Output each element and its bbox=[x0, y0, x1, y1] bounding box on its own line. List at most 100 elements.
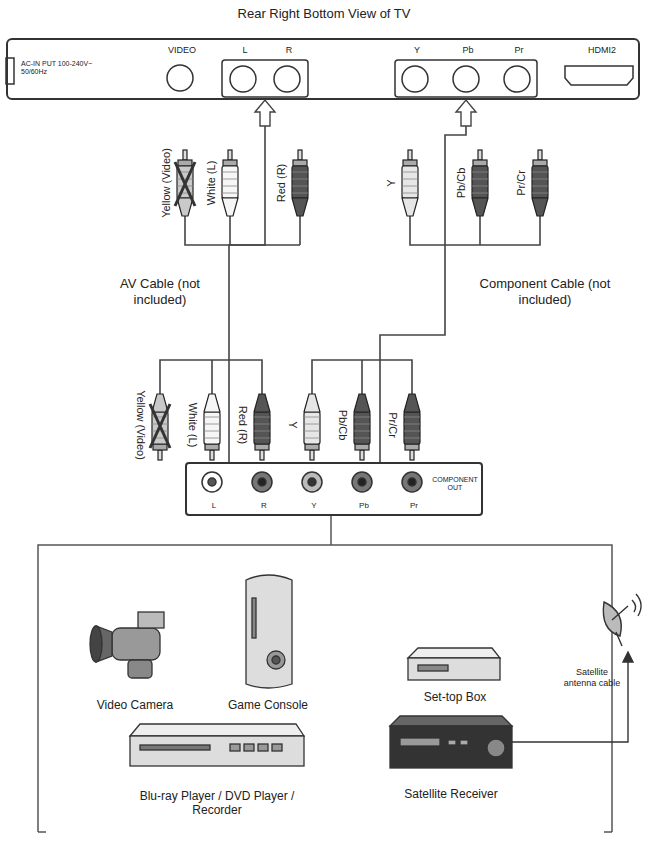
plug-ridge bbox=[402, 186, 418, 187]
plug-tail bbox=[532, 198, 548, 216]
plug-collar bbox=[153, 444, 167, 450]
node-text: Y bbox=[414, 45, 420, 55]
plug-ridge bbox=[404, 424, 420, 425]
plug-pin bbox=[183, 150, 187, 160]
plug-ridge bbox=[177, 179, 193, 180]
console-slot bbox=[252, 598, 256, 638]
plug-ridge bbox=[292, 186, 308, 187]
node-text: Pr bbox=[515, 45, 524, 55]
plug-ridge bbox=[404, 417, 420, 418]
title: Rear Right Bottom View of TV bbox=[238, 7, 411, 22]
component-jack bbox=[504, 66, 530, 92]
audio-jack bbox=[230, 66, 256, 92]
rca-plug bbox=[532, 150, 548, 216]
plug-body bbox=[254, 412, 270, 444]
plug-tail bbox=[304, 394, 320, 412]
socket bbox=[208, 478, 216, 486]
camera-grip bbox=[128, 660, 152, 678]
cord bbox=[185, 216, 300, 245]
plug-tail bbox=[404, 394, 420, 412]
plug-ridge bbox=[304, 424, 320, 425]
cable-line bbox=[380, 100, 466, 462]
cable-label: AV Cable (not included) bbox=[103, 275, 217, 308]
rca-plug bbox=[222, 150, 238, 216]
plug-tail bbox=[254, 394, 270, 412]
receiver-button bbox=[460, 740, 468, 745]
rca-plug bbox=[304, 394, 320, 460]
plug-body bbox=[472, 166, 488, 198]
cross-mark bbox=[175, 162, 195, 206]
box-top bbox=[408, 648, 500, 658]
receiver-top bbox=[390, 716, 512, 726]
plug-ridge bbox=[254, 438, 270, 439]
plug-ridge bbox=[304, 431, 320, 432]
player-top bbox=[130, 724, 304, 736]
console-button bbox=[272, 656, 280, 664]
node-text: HDMI2 bbox=[588, 45, 616, 55]
console-body bbox=[246, 575, 292, 688]
plug-tail bbox=[354, 394, 370, 412]
plug-ridge bbox=[254, 417, 270, 418]
camera-body bbox=[112, 628, 160, 660]
plug-pin bbox=[298, 150, 302, 160]
plug-ridge bbox=[472, 186, 488, 187]
plug-collar bbox=[293, 160, 307, 166]
dish-arm bbox=[612, 606, 628, 646]
plug-ridge bbox=[204, 417, 220, 418]
cable-line bbox=[229, 100, 265, 462]
console-button bbox=[267, 651, 285, 669]
plug-ridge bbox=[532, 193, 548, 194]
cross-mark bbox=[150, 404, 170, 448]
plug-label: Pr/Cr bbox=[515, 170, 528, 196]
plug-collar bbox=[178, 160, 192, 166]
plug-ridge bbox=[204, 431, 220, 432]
socket bbox=[402, 472, 422, 492]
rca-plug bbox=[292, 150, 308, 216]
node-text: L bbox=[212, 501, 216, 510]
plug-label: Yellow (Video) bbox=[135, 390, 148, 460]
plug-ridge bbox=[204, 438, 220, 439]
plug-tail bbox=[177, 198, 193, 216]
plug-ridge bbox=[254, 431, 270, 432]
disc-tray bbox=[140, 745, 210, 750]
node-text: Y bbox=[311, 501, 316, 510]
plug-pin bbox=[260, 450, 264, 460]
plug-collar bbox=[533, 160, 547, 166]
rca-plug bbox=[354, 394, 370, 460]
plug-label: White (L) bbox=[187, 403, 200, 448]
plug-label: Red (R) bbox=[275, 164, 288, 203]
node-text: COMPONENT OUT bbox=[431, 476, 479, 492]
plug-collar bbox=[355, 444, 369, 450]
plug-ridge bbox=[222, 172, 238, 173]
plug-body bbox=[222, 166, 238, 198]
cable-connector bbox=[229, 100, 275, 462]
cord bbox=[312, 360, 412, 394]
power-inlet: AC-IN PUT 100-240V~ 50/60Hz bbox=[18, 58, 110, 79]
socket bbox=[252, 472, 272, 492]
cable-label: Component Cable (not included) bbox=[468, 275, 622, 308]
plug-ridge bbox=[404, 431, 420, 432]
node-text: Pr bbox=[410, 501, 418, 510]
plug-body bbox=[532, 166, 548, 198]
audio-jack bbox=[274, 66, 300, 92]
plug-ridge bbox=[292, 193, 308, 194]
node-text: Pb bbox=[359, 501, 369, 510]
satellite-dish bbox=[512, 594, 641, 742]
plug-tail bbox=[402, 198, 418, 216]
device-label: Blu-ray Player / DVD Player / Recorder bbox=[117, 789, 317, 818]
plug-label: Y bbox=[287, 421, 300, 428]
plug-pin bbox=[408, 150, 412, 160]
camera-lens bbox=[90, 626, 102, 662]
node-text: Pb bbox=[462, 45, 473, 55]
plug-label: Yellow (Video) bbox=[160, 148, 173, 218]
rca-plug bbox=[204, 394, 220, 460]
plug-collar bbox=[473, 160, 487, 166]
plug-ridge bbox=[402, 172, 418, 173]
player-button bbox=[272, 744, 282, 751]
plug-pin bbox=[478, 150, 482, 160]
component-jack bbox=[453, 66, 479, 92]
plug-body bbox=[292, 166, 308, 198]
player-front bbox=[130, 736, 304, 766]
